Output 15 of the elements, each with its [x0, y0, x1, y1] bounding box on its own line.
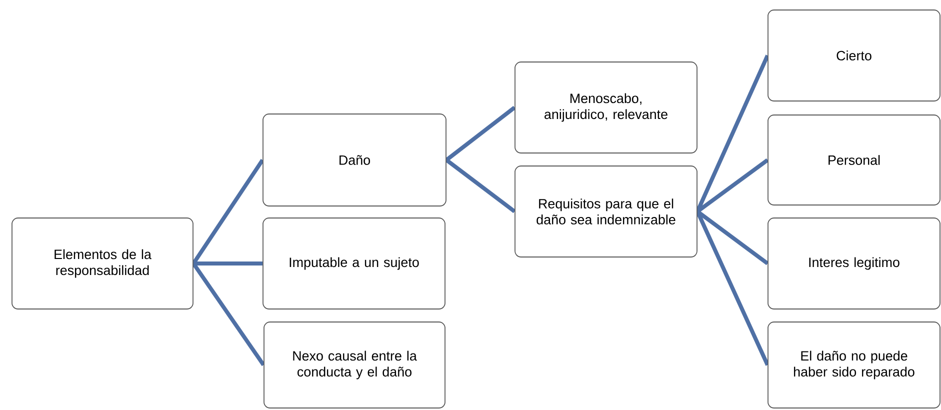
- connector-line: [445, 106, 516, 162]
- text-box: Nexo causal entre la conducta y el daño: [264, 322, 446, 408]
- connector-line: [193, 262, 263, 266]
- text-box: Personal: [768, 114, 940, 206]
- text-box: Imputable a un sujeto: [262, 218, 446, 310]
- text-box: Elementos de la responsabilidad: [12, 218, 194, 310]
- text-box: Cierto: [768, 10, 940, 102]
- text-box: Requisitos para que el daño sea indemnizable: [514, 166, 698, 258]
- text-box: Menoscabo, anijuridico, relevante: [514, 62, 698, 154]
- connector-line: [192, 262, 266, 366]
- connector-line: [696, 210, 770, 366]
- text-box: El daño no puede haber sido reparado: [768, 322, 940, 408]
- connector-line: [445, 158, 516, 214]
- text-box: Interes legitimo: [768, 218, 940, 310]
- text-box: Daño: [262, 114, 446, 206]
